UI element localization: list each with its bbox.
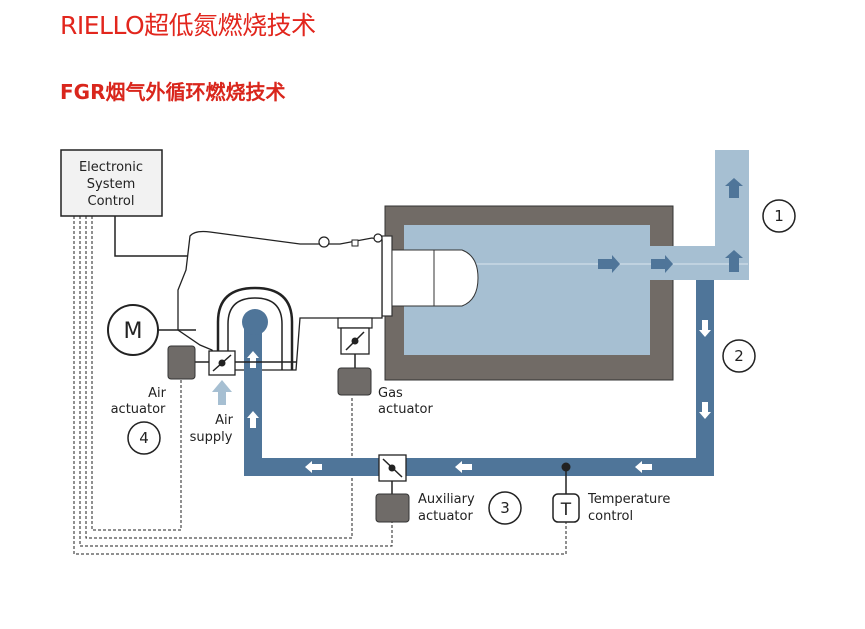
- svg-text:1: 1: [774, 207, 784, 225]
- fgr-recirculation-pipe: [244, 280, 714, 476]
- air-supply-label-line2: supply: [190, 430, 233, 445]
- control-link-line: [114, 216, 208, 257]
- auxiliary-actuator: [375, 493, 410, 523]
- air-supply-arrow-icon: [212, 380, 232, 405]
- gas-valve-icon: [337, 317, 373, 355]
- burner-head: [381, 235, 479, 317]
- temperature-symbol: T: [560, 500, 572, 520]
- svg-text:3: 3: [500, 499, 510, 517]
- motor-icon: [107, 304, 159, 356]
- control-label-line2: System: [87, 177, 135, 192]
- flow-arrows-duct: [598, 178, 743, 273]
- callout-2: 2: [722, 339, 756, 373]
- air-damper-valve-icon: [208, 350, 236, 376]
- flow-arrows-pipe: [247, 320, 711, 473]
- callout-3: 3: [488, 491, 522, 525]
- control-label-line3: Control: [88, 194, 135, 209]
- air-actuator-label-line1: Air: [148, 386, 167, 401]
- temperature-label-line2: control: [588, 509, 633, 524]
- callout-4: 4: [127, 421, 161, 455]
- auxiliary-actuator-label-line2: actuator: [418, 509, 473, 524]
- page-subtitle: FGR烟气外循环燃烧技术: [60, 80, 286, 104]
- svg-text:2: 2: [734, 347, 744, 365]
- air-actuator-label-line2: actuator: [111, 402, 166, 417]
- air-actuator: [167, 345, 196, 380]
- control-wiring: [73, 216, 567, 555]
- svg-text:4: 4: [139, 429, 149, 447]
- air-supply-label-line1: Air: [215, 413, 234, 428]
- gas-actuator-label-line1: Gas: [378, 386, 403, 401]
- temperature-sensor-icon: [552, 493, 580, 523]
- motor-label: M: [124, 319, 143, 344]
- temperature-label-line1: Temperature: [587, 492, 670, 507]
- gas-actuator: [337, 367, 372, 396]
- control-label-line1: Electronic: [79, 160, 143, 175]
- page-title: RIELLO超低氮燃烧技术: [60, 11, 316, 40]
- burner-body-outline: [177, 230, 383, 371]
- callout-1: 1: [762, 199, 796, 233]
- auxiliary-valve-icon: [378, 454, 407, 482]
- auxiliary-actuator-label-line1: Auxiliary: [418, 492, 475, 507]
- gas-actuator-label-line2: actuator: [378, 402, 433, 417]
- electronic-system-control-box: [60, 149, 163, 217]
